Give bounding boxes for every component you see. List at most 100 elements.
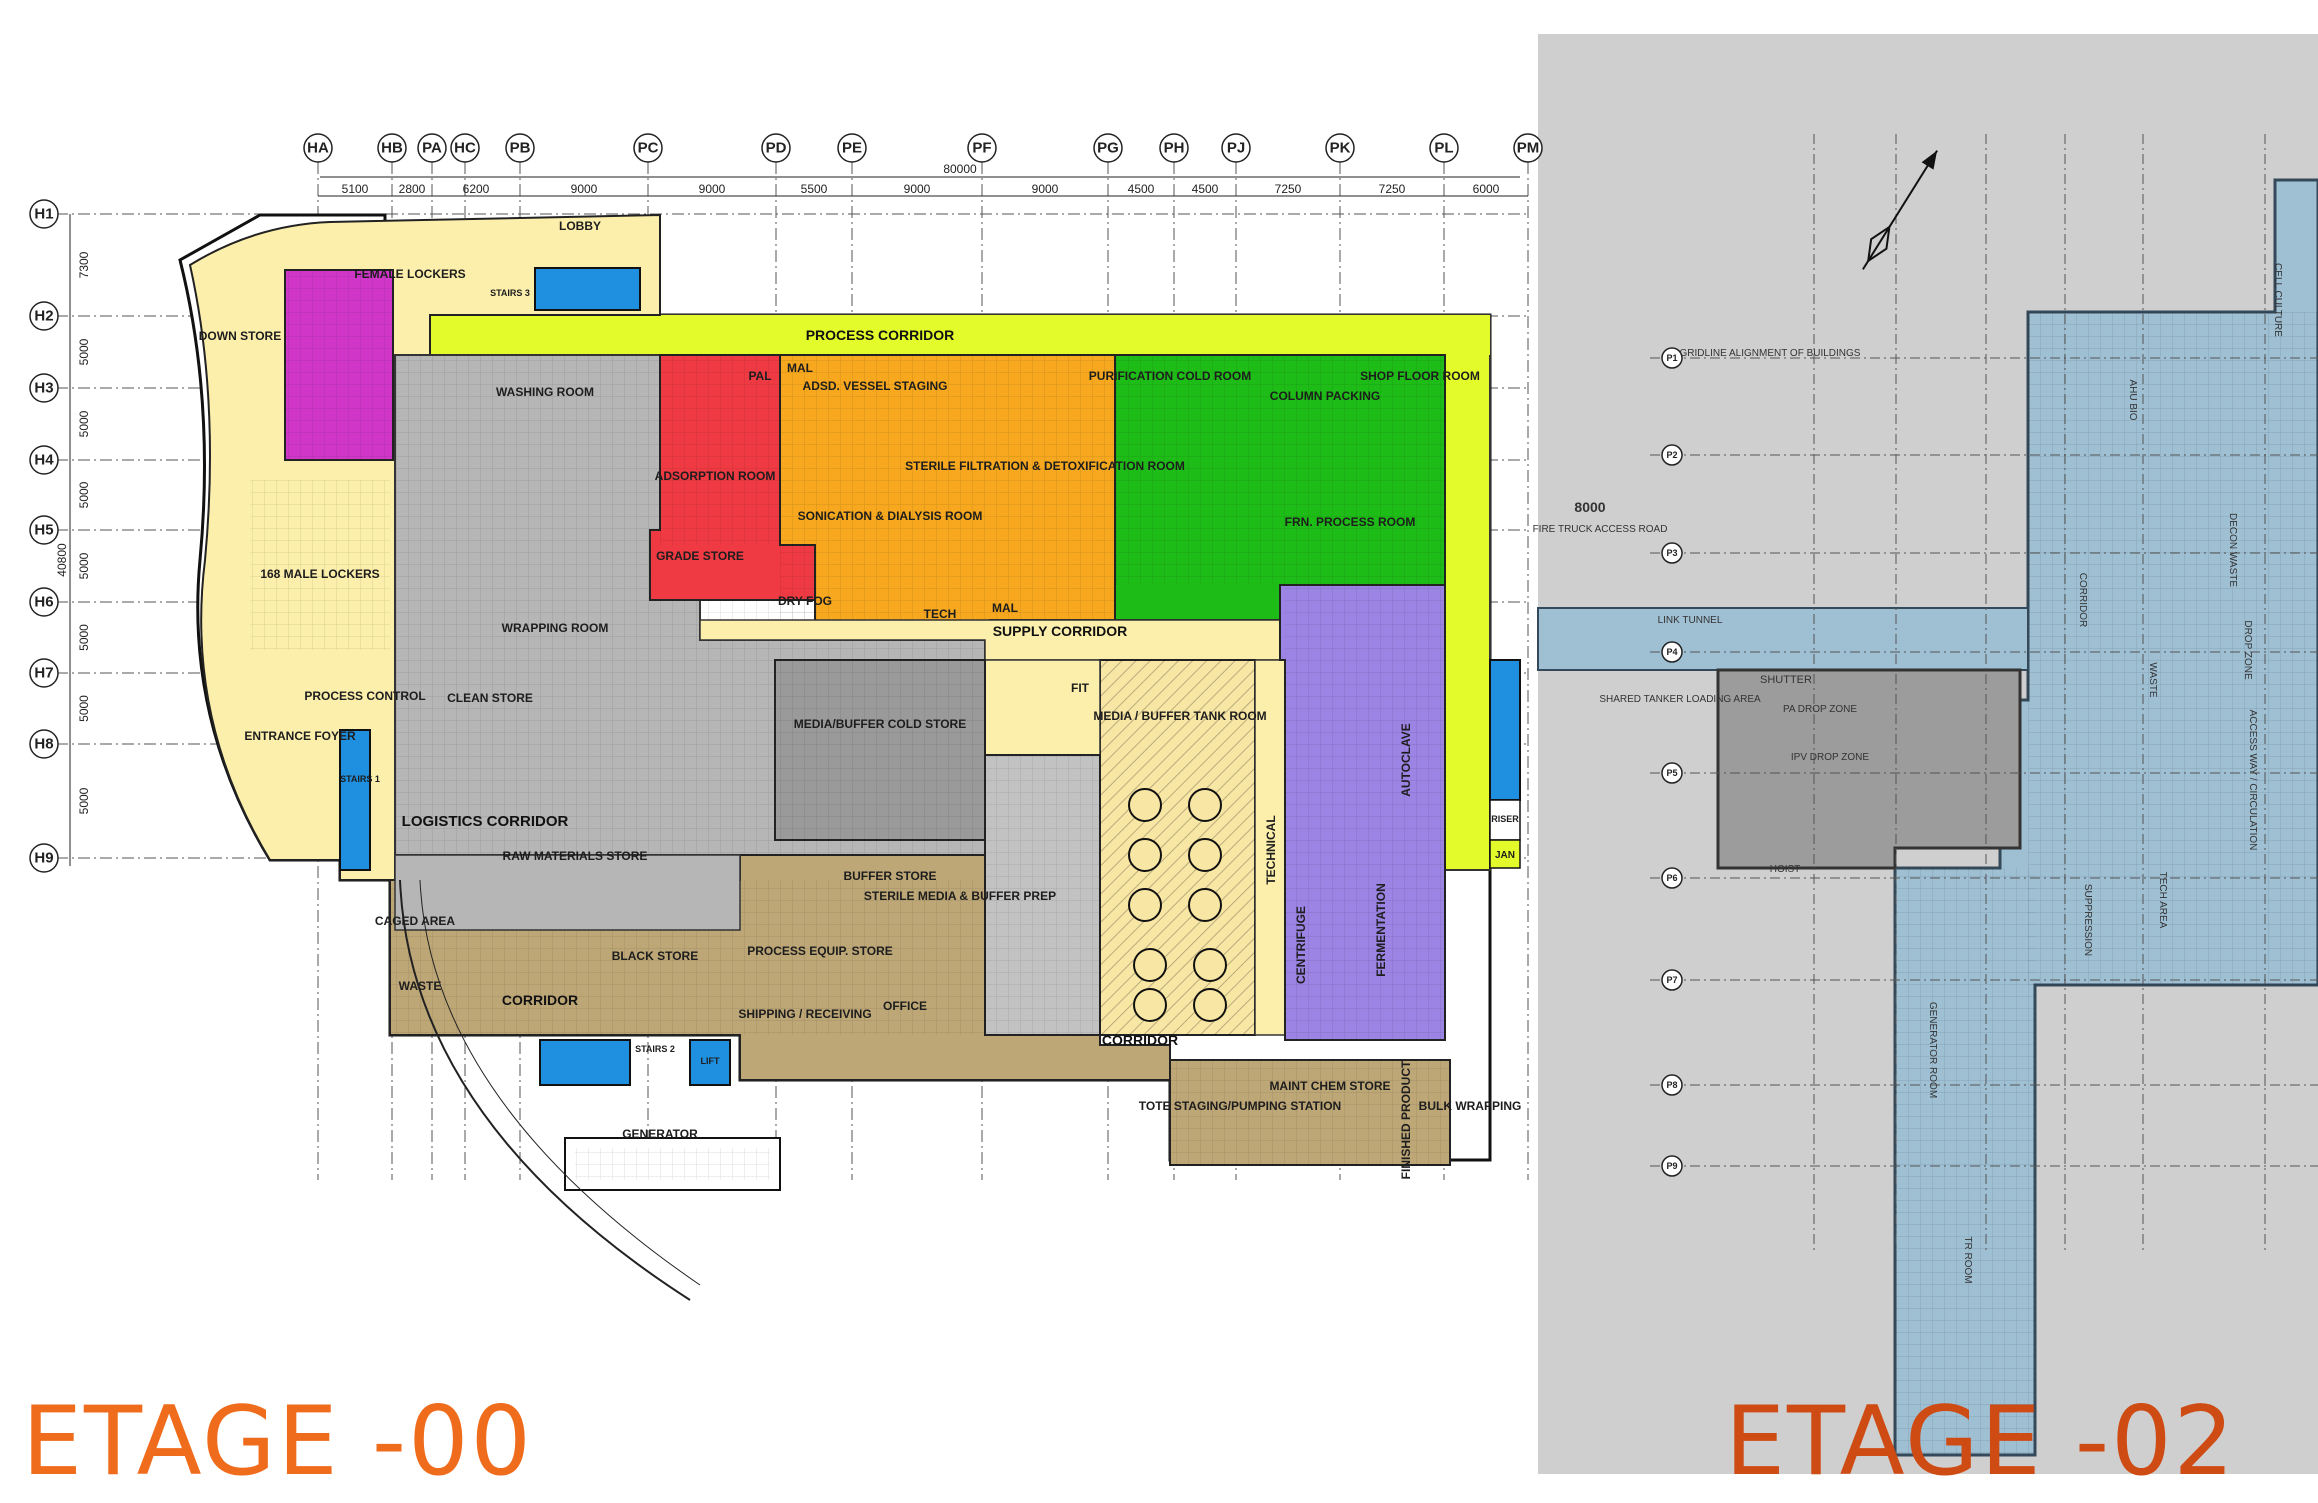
- access-road-curve: [399, 879, 691, 1301]
- column-axis-bubble: PA: [417, 133, 447, 163]
- process-control-label: PROCESS CONTROL: [304, 689, 425, 703]
- entrance-foyer-label: ENTRANCE FOYER: [244, 729, 356, 743]
- ipv-drop-zone-label: IPV DROP ZONE: [1791, 752, 1869, 763]
- row-axis-bubble: H7: [29, 658, 59, 688]
- caged-area-label: CAGED AREA: [375, 914, 456, 928]
- waste-label-left: WASTE: [399, 979, 442, 993]
- lift-label: LIFT: [701, 1056, 720, 1066]
- row-axis-label: H2: [34, 308, 53, 325]
- stairs-right[interactable]: [1489, 659, 1521, 801]
- media-buffer-tank-room-label: MEDIA / BUFFER TANK ROOM: [1093, 709, 1266, 723]
- right-axis-bubble: P7: [1661, 969, 1683, 991]
- column-axis-label: PL: [1434, 140, 1453, 157]
- column-spacing-label: 4500: [1192, 182, 1219, 196]
- red-adsorption-detail: [660, 355, 780, 545]
- stairs-2[interactable]: [539, 1039, 631, 1086]
- column-axis-bubble: PC: [633, 133, 663, 163]
- centrifuge-label: CENTRIFUGE: [1294, 906, 1308, 984]
- row-axis-label: H4: [34, 452, 54, 469]
- column-axis-bubble: PE: [837, 133, 867, 163]
- suppression-label: SUPPRESSION: [2082, 884, 2093, 956]
- riser-label: RISER: [1491, 814, 1519, 824]
- tank-icon: [1193, 948, 1227, 982]
- cold-store-detail: [775, 660, 985, 840]
- magenta-change-room-detail: [285, 270, 393, 460]
- column-axis-label: PC: [638, 140, 659, 157]
- buffer-store-label: BUFFER STORE: [843, 869, 936, 883]
- column-axis-bubble: PG: [1093, 133, 1123, 163]
- purification-cold-room-label: PURIFICATION COLD ROOM: [1089, 369, 1251, 383]
- column-axis-bubble: HC: [450, 133, 480, 163]
- tech-area-label: TECH AREA: [2157, 872, 2168, 929]
- drop-zone-label: DROP ZONE: [2242, 620, 2253, 680]
- access-road-curve-2: [419, 879, 701, 1286]
- tech-label: TECH: [924, 607, 957, 621]
- tote-staging-label: TOTE STAGING/PUMPING STATION: [1139, 1099, 1341, 1113]
- column-axis-bubble: PL: [1429, 133, 1459, 163]
- drop-zone-area: [1716, 668, 2022, 870]
- tr-room-label: TR ROOM: [1962, 1236, 1973, 1283]
- mal-label-2: MAL: [992, 601, 1018, 615]
- stairs-3[interactable]: [534, 267, 641, 311]
- orange-process-detail: [780, 355, 1115, 620]
- shared-tanker-label: SHARED TANKER LOADING AREA: [1599, 694, 1761, 705]
- lift-2[interactable]: [689, 1039, 731, 1086]
- link-tunnel-label: LINK TUNNEL: [1658, 615, 1723, 626]
- row-axis-label: H6: [34, 594, 53, 611]
- column-spacing-label: 5500: [801, 182, 828, 196]
- tote-staging-detail: [1170, 1060, 1450, 1165]
- logistics-corridor-label: LOGISTICS CORRIDOR: [402, 813, 569, 830]
- right-axis-bubble: P1: [1661, 347, 1683, 369]
- corridor-label-bottom: CORRIDOR: [1102, 1032, 1178, 1048]
- female-lockers-label: FEMALE LOCKERS: [354, 267, 465, 281]
- ahu-bio-label: AHU BIO: [2127, 379, 2138, 420]
- column-axis-bubble: PF: [967, 133, 997, 163]
- clean-store-label: CLEAN STORE: [447, 691, 533, 705]
- tank-icon: [1133, 948, 1167, 982]
- shipping-receiving-label: SHIPPING / RECEIVING: [738, 1007, 871, 1021]
- column-axis-label: HC: [454, 140, 476, 157]
- frn-process-room-label: FRN. PROCESS ROOM: [1285, 515, 1416, 529]
- generator-label: GENERATOR: [622, 1127, 698, 1141]
- column-axis-bubble: PB: [505, 133, 535, 163]
- column-axis-label: PG: [1097, 140, 1119, 157]
- column-spacing-label: 9000: [1032, 182, 1059, 196]
- office-label: OFFICE: [883, 999, 927, 1013]
- male-lockers-label: 168 MALE LOCKERS: [260, 567, 379, 581]
- column-axis-label: PJ: [1227, 140, 1245, 157]
- stairs-1-label: STAIRS 1: [340, 774, 380, 784]
- admin-wing-detail: [250, 480, 390, 650]
- process-equip-store-label: PROCESS EQUIP. STORE: [747, 944, 893, 958]
- washing-room-label: WASHING ROOM: [496, 385, 594, 399]
- green-purification-detail: [1115, 355, 1445, 585]
- hoist-label: HOIST: [1770, 864, 1801, 875]
- stairs-2-label: STAIRS 2: [635, 1044, 675, 1054]
- column-axis-label: PA: [422, 140, 442, 157]
- jan-box: [1489, 839, 1521, 869]
- stairs-3-label: STAIRS 3: [490, 288, 530, 298]
- column-axis-label: PF: [972, 140, 991, 157]
- tank-icon: [1128, 888, 1162, 922]
- right-axis-bubble: P5: [1661, 762, 1683, 784]
- down-store-label: DOWN STORE: [199, 329, 281, 343]
- technical-label: TECHNICAL: [1264, 815, 1278, 884]
- stairs-1-lift[interactable]: [339, 729, 371, 871]
- column-axis-bubble: PK: [1325, 133, 1355, 163]
- row-spacing-label: 7300: [77, 251, 91, 278]
- access-way-label: ACCESS WAY / CIRCULATION: [2247, 710, 2258, 851]
- media-buffer-cold-store-label: MEDIA/BUFFER COLD STORE: [794, 717, 966, 731]
- row-spacing-label: 5000: [77, 338, 91, 365]
- sonication-label: SONICATION & DIALYSIS ROOM: [798, 509, 983, 523]
- row-axis-label: H9: [34, 850, 53, 867]
- right-axis-bubble: P2: [1661, 444, 1683, 466]
- column-axis-label: PK: [1330, 140, 1351, 157]
- maint-chem-store-label: MAINT CHEM STORE: [1269, 1079, 1390, 1093]
- riser-box: [1489, 799, 1521, 841]
- column-axis-label: PD: [766, 140, 787, 157]
- svg-text:P3: P3: [1666, 548, 1677, 558]
- wrapping-room-label: WRAPPING ROOM: [502, 621, 609, 635]
- svg-text:P9: P9: [1666, 1161, 1677, 1171]
- row-spacing-label: 5000: [77, 624, 91, 651]
